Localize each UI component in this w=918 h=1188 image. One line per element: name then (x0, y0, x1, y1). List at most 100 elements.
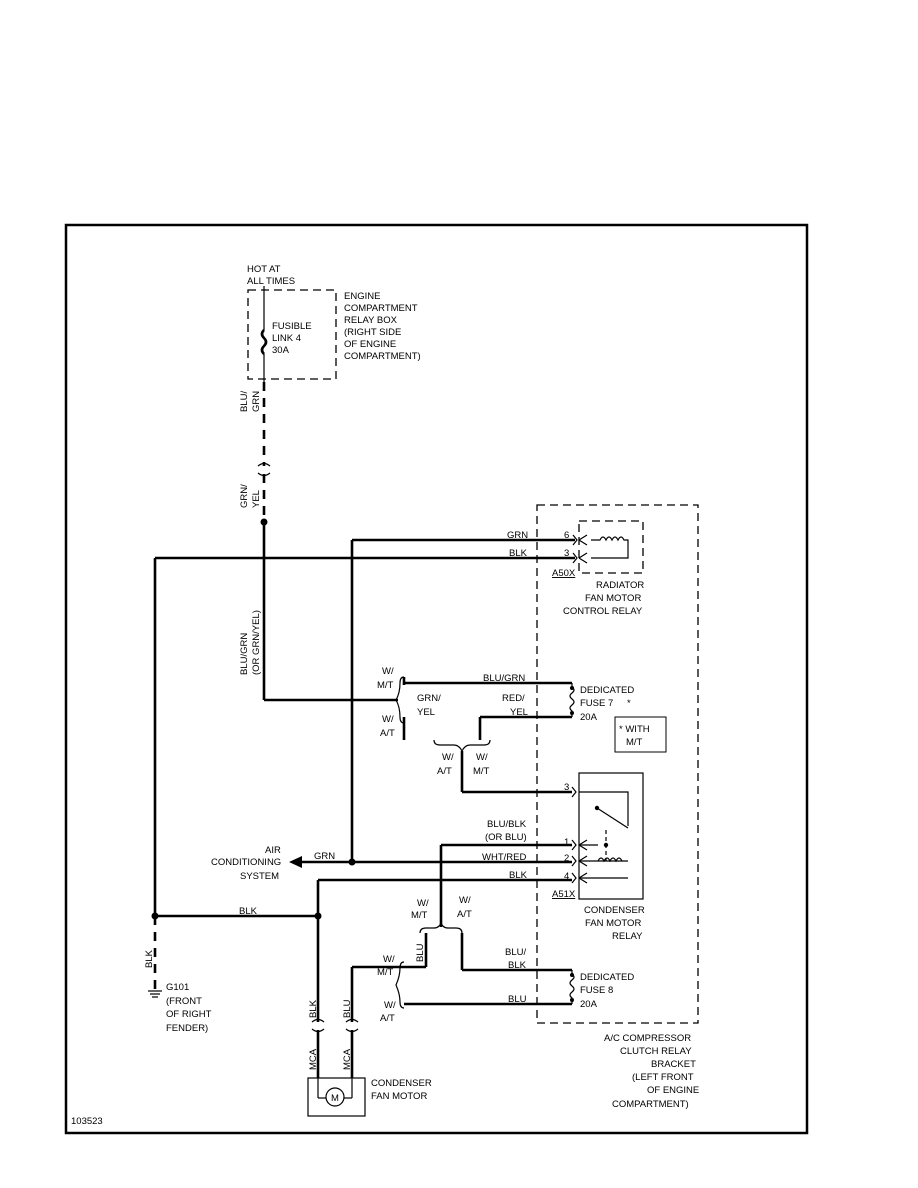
svg-text:YEL: YEL (417, 707, 435, 718)
svg-text:A/T: A/T (380, 1013, 395, 1024)
svg-text:HOT AT: HOT AT (247, 264, 281, 275)
svg-text:W/: W/ (383, 954, 395, 965)
option-brace-upper (395, 676, 405, 724)
svg-text:A/T: A/T (380, 728, 395, 739)
condenser-relay-label: CONDENSER FAN MOTOR RELAY (584, 905, 645, 942)
svg-text:*: * (627, 698, 631, 709)
svg-text:G101: G101 (166, 982, 189, 993)
wire-label-blk-a: BLK (509, 548, 528, 559)
option-label-at-upper: W/ A/T (380, 714, 395, 739)
pin-4-cond: 4 (564, 871, 569, 882)
option-label-at-bottom: W/ A/T (380, 1000, 396, 1024)
svg-text:FAN MOTOR: FAN MOTOR (585, 593, 641, 604)
fusible-link-label: FUSIBLE LINK 4 30A (272, 321, 312, 356)
svg-text:FAN MOTOR: FAN MOTOR (371, 1091, 427, 1102)
wire-label-blk-v: BLK (144, 949, 155, 968)
motor-symbol: M (331, 1093, 339, 1104)
ac-arrow (289, 856, 302, 868)
svg-text:COMPARTMENT): COMPARTMENT) (344, 351, 421, 362)
svg-text:CONDENSER: CONDENSER (371, 1078, 432, 1089)
svg-text:BRACKET: BRACKET (651, 1059, 696, 1070)
svg-text:YEL: YEL (510, 707, 528, 718)
svg-text:W/: W/ (442, 752, 454, 763)
svg-text:RADIATOR: RADIATOR (596, 580, 644, 591)
wire-label-grn-a: GRN (507, 530, 528, 541)
wire-label-or-grnyel: (OR GRN/YEL) (251, 610, 262, 675)
ground-label: G101 (FRONT OF RIGHT FENDER) (166, 982, 212, 1034)
option-label-mt-bottom: W/ M/T (377, 954, 395, 978)
diagram-frame (64, 223, 809, 1135)
fusible-link-symbol (260, 329, 268, 355)
fuse7-symbol (569, 683, 575, 717)
splice-grn (348, 858, 356, 866)
radiator-relay-outline (578, 520, 644, 574)
svg-text:CONDITIONING: CONDITIONING (211, 857, 281, 868)
svg-text:M/T: M/T (377, 680, 394, 691)
svg-text:SYSTEM: SYSTEM (240, 871, 279, 882)
option-label-at-lower: W/ A/T (457, 895, 472, 920)
fuse7-label: DEDICATED FUSE 7 20A * (580, 685, 634, 723)
motor-icon (325, 1087, 345, 1107)
svg-text:COMPARTMENT: COMPARTMENT (344, 303, 418, 314)
wire-label-blublk2: BLU/ BLK (505, 947, 527, 971)
svg-text:OF ENGINE: OF ENGINE (647, 1085, 699, 1096)
motor-label: CONDENSER FAN MOTOR (371, 1078, 432, 1102)
relay-box-outline (247, 289, 337, 380)
svg-text:RED/: RED/ (502, 693, 525, 704)
svg-text:30A: 30A (272, 345, 290, 356)
option-label-mt-lower: W/ M/T (411, 898, 429, 921)
pin-2-cond: 2 (564, 853, 569, 864)
wire-label-blu-h: BLU (508, 994, 527, 1005)
svg-text:FUSIBLE: FUSIBLE (272, 321, 312, 332)
svg-text:(FRONT: (FRONT (166, 996, 202, 1007)
pin-1-cond: 1 (564, 837, 569, 848)
wire-label-yel: YEL (251, 490, 262, 508)
svg-text:(OR BLU): (OR BLU) (485, 832, 527, 843)
option-label-at-mid: W/ A/T (437, 752, 454, 777)
svg-text:M/T: M/T (377, 967, 394, 978)
pin-6: 6 (564, 530, 569, 541)
svg-text:OF RIGHT: OF RIGHT (166, 1009, 212, 1020)
svg-text:ENGINE: ENGINE (344, 291, 380, 302)
wire-label-blu-v: BLU (415, 943, 426, 962)
svg-text:DEDICATED: DEDICATED (580, 972, 634, 983)
svg-text:RELAY: RELAY (612, 931, 643, 942)
svg-text:FUSE 7: FUSE 7 (580, 698, 613, 709)
wire-label-blugrn-h: BLU/GRN (483, 673, 525, 684)
motor-housing (307, 1077, 366, 1117)
fuse8-symbol (569, 970, 575, 1004)
svg-text:(LEFT FRONT: (LEFT FRONT (632, 1072, 694, 1083)
power-source-label: HOT AT ALL TIMES (247, 264, 295, 287)
svg-text:CLUTCH RELAY: CLUTCH RELAY (620, 1046, 692, 1057)
svg-text:CONTROL RELAY: CONTROL RELAY (563, 606, 643, 617)
wire-label-blublk: BLU/BLK (OR BLU) (485, 819, 527, 843)
wire-label-grn2: GRN/ (239, 484, 250, 508)
relay-box-label: ENGINE COMPARTMENT RELAY BOX (RIGHT SIDE… (344, 291, 421, 362)
note-box (614, 716, 667, 753)
svg-text:LINK 4: LINK 4 (272, 333, 301, 344)
svg-text:W/: W/ (417, 898, 429, 909)
wire-label-grnyel-h: GRN/ YEL (417, 693, 441, 718)
svg-text:CONDENSER: CONDENSER (584, 905, 645, 916)
svg-text:W/: W/ (384, 1000, 396, 1011)
svg-text:M/T: M/T (473, 766, 490, 777)
svg-text:BLU/BLK: BLU/BLK (487, 819, 527, 830)
svg-text:A/T: A/T (437, 766, 452, 777)
svg-text:W/: W/ (459, 895, 471, 906)
option-brace-lower (433, 739, 491, 753)
fuse8-label: DEDICATED FUSE 8 20A (580, 972, 634, 1010)
svg-text:ALL TIMES: ALL TIMES (247, 276, 295, 287)
ground-symbol (148, 990, 162, 998)
option-brace-lower-2 (419, 921, 463, 934)
figure-id: 103523 (71, 1116, 103, 1127)
option-label-mt-upper: W/ M/T (377, 666, 394, 691)
radiator-relay-terminals (572, 534, 578, 564)
condenser-relay-internal (579, 791, 629, 879)
svg-text:FENDER): FENDER) (166, 1023, 208, 1034)
option-label-mt-mid: W/ M/T (473, 752, 490, 777)
wire-label-blk-b: BLK (509, 870, 528, 881)
radiator-relay-label: RADIATOR FAN MOTOR CONTROL RELAY (563, 580, 644, 617)
bracket-label: A/C COMPRESSOR CLUTCH RELAY BRACKET (LEF… (604, 1033, 699, 1110)
pin-3: 3 (564, 548, 569, 559)
